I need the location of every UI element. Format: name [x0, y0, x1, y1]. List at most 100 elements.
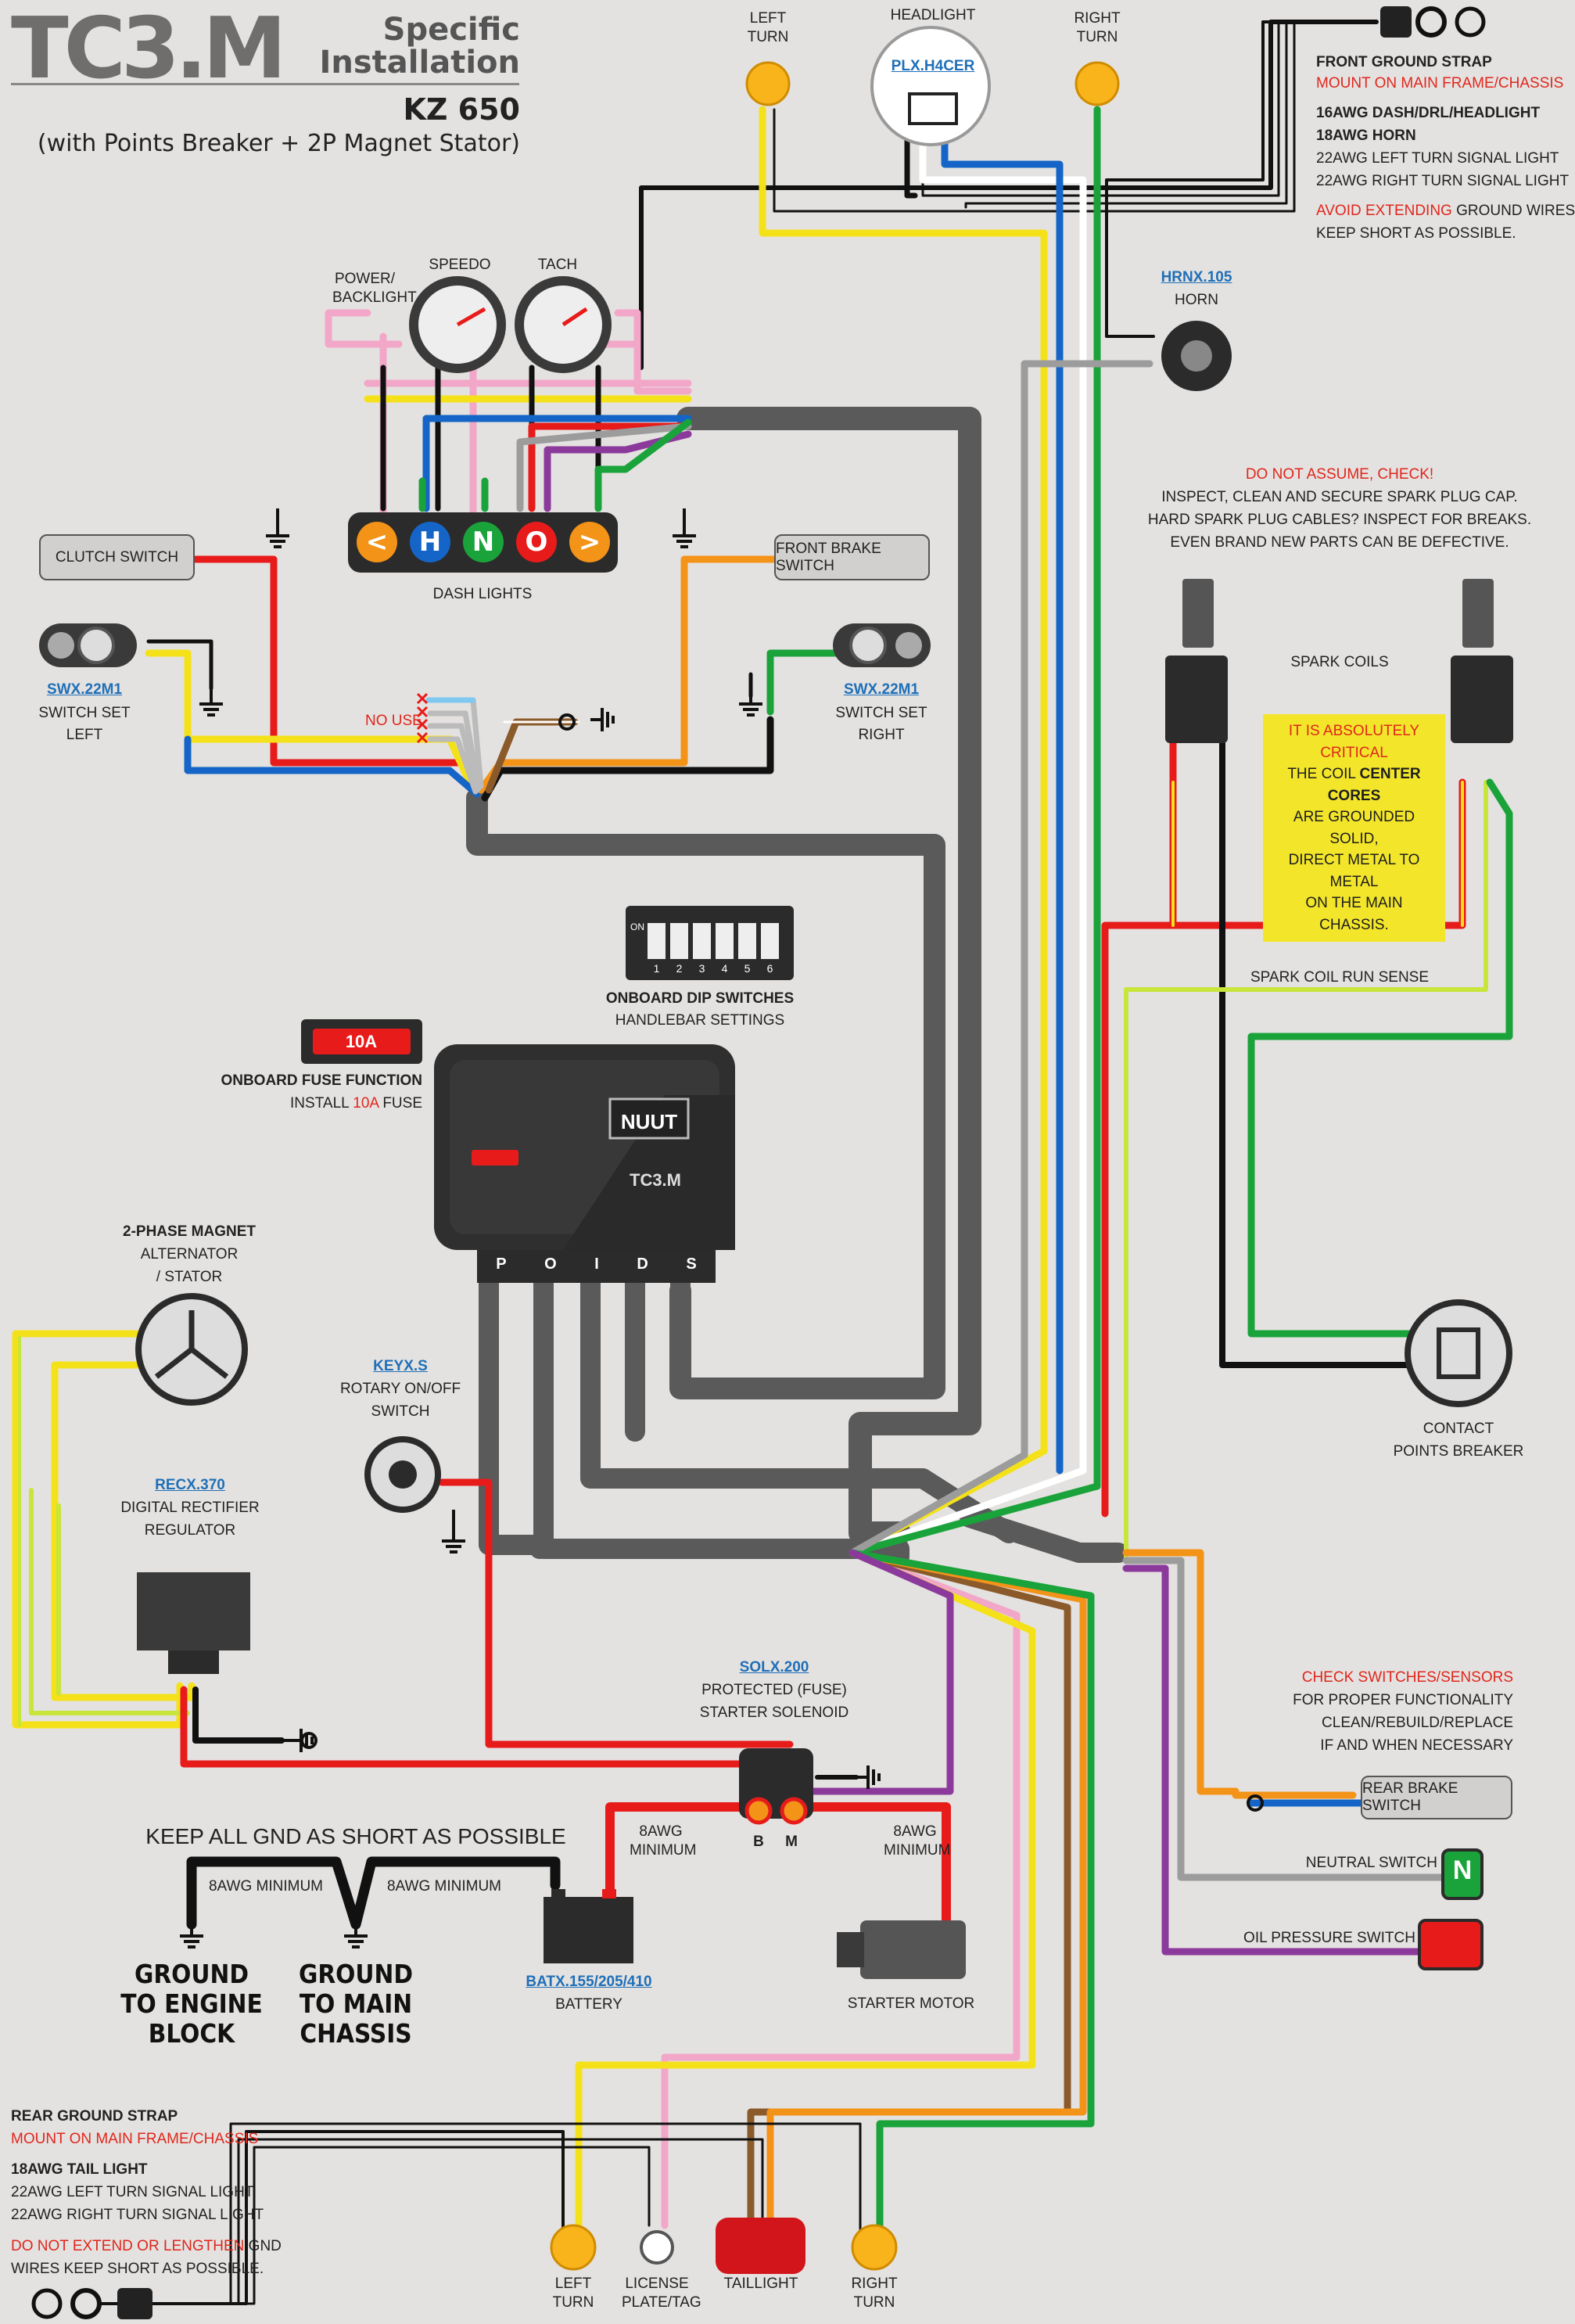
spark-warn-title: DO NOT ASSUME, CHECK!: [1245, 466, 1434, 483]
wire-dash-gray: [516, 422, 692, 512]
wire-black-points: [1219, 740, 1434, 1368]
key-part-link[interactable]: KEYX.S: [373, 1358, 428, 1374]
stator-line1: 2-PHASE MAGNET: [123, 1223, 256, 1240]
front-ground-line2: 18AWG HORN: [1316, 128, 1416, 144]
dip-switch-4[interactable]: [716, 923, 734, 959]
fuse-value: 10A: [345, 1032, 378, 1051]
wiring-canvas: [12, 6, 1513, 2319]
wire-blue-switch-left: [184, 735, 481, 798]
starter-label: STARTER MOTOR: [847, 1995, 975, 2012]
gnd-awg1: 8AWG MINIMUM: [208, 1878, 324, 1895]
check-line2: CLEAN/REBUILD/REPLACE: [1322, 1715, 1513, 1731]
harness-unit-p: [479, 1265, 550, 1555]
harness-trunk: [676, 407, 981, 1545]
wire-red-battery: [605, 1802, 763, 1894]
neutral-switch-label: NEUTRAL SWITCH: [1305, 1855, 1437, 1871]
solenoid-line2: STARTER SOLENOID: [699, 1704, 849, 1721]
speedo-label: SPEEDO: [429, 257, 491, 273]
horn-label: HORN: [1175, 292, 1218, 308]
critical-warning: IT IS ABSOLUTELY CRITICAL THE COIL CENTE…: [1263, 714, 1445, 943]
solenoid-part-link[interactable]: SOLX.200: [739, 1659, 809, 1676]
headlight-part-link[interactable]: PLX.H4CER: [891, 58, 975, 74]
points-line2: POINTS BREAKER: [1393, 1443, 1524, 1460]
dip-on-label: ON: [630, 921, 644, 932]
gnd-awg2: 8AWG MINIMUM: [386, 1878, 502, 1895]
dash-high-beam-light: H: [410, 522, 450, 562]
dip-switch-2[interactable]: [670, 923, 688, 959]
dip-subtitle: HANDLEBAR SETTINGS: [615, 1012, 785, 1029]
headlight-label: HEADLIGHT: [890, 7, 976, 23]
switch-left-part-link[interactable]: SWX.22M1: [46, 681, 123, 698]
battery-part-link[interactable]: BATX.155/205/410: [526, 1974, 652, 1990]
unit-model: TC3.M: [630, 1170, 681, 1190]
dash-oil-light: O: [516, 522, 557, 562]
solenoid-m-terminal: M: [785, 1834, 798, 1850]
right-turn-front-icon: [1075, 61, 1120, 106]
rear-ground-title: REAR GROUND STRAP: [11, 2108, 178, 2125]
awg-left-label: 8AWG MINIMUM: [630, 1823, 697, 1859]
wire-green-points: [1247, 778, 1513, 1338]
oil-pressure-switch-icon: [1418, 1919, 1484, 1970]
front-ground-avoid: AVOID EXTENDING GROUND WIRES: [1316, 203, 1575, 219]
wire-gray-neutral: [1122, 1557, 1451, 1881]
rectifier-part-link[interactable]: RECX.370: [155, 1477, 225, 1493]
rear-ground-mount: MOUNT ON MAIN FRAME/CHASSIS: [11, 2131, 259, 2147]
awg-right-label: 8AWG MINIMUM: [884, 1823, 951, 1859]
rear-brake-switch[interactable]: REAR BRAKE SWITCH: [1361, 1776, 1512, 1819]
spark-coil-left-icon: [1165, 656, 1228, 743]
wire-green-right-turn: [848, 106, 1101, 1557]
spark-warn-line3: EVEN BRAND NEW PARTS CAN BE DEFECTIVE.: [1170, 534, 1509, 551]
rear-ground-lug-icon: [117, 2288, 152, 2319]
rear-ground-dont: DO NOT EXTEND OR LENGTHEN GND: [11, 2238, 282, 2254]
spark-warn-line1: INSPECT, CLEAN AND SECURE SPARK PLUG CAP…: [1161, 489, 1518, 505]
battery-icon: [544, 1897, 633, 1963]
taillight-icon: [716, 2218, 805, 2274]
fuse-title: ONBOARD FUSE FUNCTION: [221, 1072, 422, 1089]
spark-run-sense-label: SPARK COIL RUN SENSE: [1250, 969, 1430, 986]
points-line1: CONTACT: [1423, 1421, 1494, 1437]
key-line2: SWITCH: [371, 1403, 430, 1420]
rear-right-turn-label: RIGHT TURN: [851, 2276, 898, 2311]
horn-part-link[interactable]: HRNX.105: [1161, 269, 1232, 286]
switch-right-part-link[interactable]: SWX.22M1: [843, 681, 920, 698]
dip-title: ONBOARD DIP SWITCHES: [605, 990, 795, 1007]
logo: TC3.M: [11, 0, 287, 98]
pin-s: S: [686, 1255, 697, 1273]
dip-switch-6[interactable]: [761, 923, 779, 959]
left-turn-front-icon: [745, 61, 791, 106]
dash-lights-label: DASH LIGHTS: [432, 586, 533, 602]
wire-purple-oil: [1122, 1564, 1423, 1956]
rear-ground-line1: 18AWG TAIL LIGHT: [11, 2161, 148, 2178]
front-ground-line1: 16AWG DASH/DRL/HEADLIGHT: [1316, 105, 1541, 121]
wire-pink-tail: [661, 1549, 1021, 2229]
unit-brand: NUUT: [620, 1110, 678, 1133]
right-turn-front-label: RIGHT TURN: [1074, 10, 1121, 45]
wire-gray-horn: [848, 360, 1153, 1557]
wire-black-switch-right: [481, 716, 774, 802]
header-divider: [11, 83, 519, 85]
dip-switch-5[interactable]: [738, 923, 756, 959]
dip-switch-1[interactable]: [648, 923, 666, 959]
no-use-marks: [416, 692, 429, 744]
front-ground-keep: KEEP SHORT AS POSSIBLE.: [1316, 225, 1516, 242]
pin-i: I: [594, 1255, 599, 1273]
wire-orange-tail: [766, 1549, 1087, 2233]
oil-switch-label: OIL PRESSURE SWITCH: [1243, 1930, 1415, 1946]
solenoid-line1: PROTECTED (FUSE): [701, 1682, 847, 1698]
dip-switch-3[interactable]: [693, 923, 711, 959]
left-turn-rear-icon: [550, 2224, 597, 2271]
pin-o: O: [544, 1255, 557, 1273]
ground-engine-block: GROUND TO ENGINE BLOCK: [120, 1959, 263, 2049]
harness-unit-i: [580, 1265, 1019, 1543]
gnd-title: KEEP ALL GND AS SHORT AS POSSIBLE: [145, 1824, 566, 1848]
rear-ground-keep: WIRES KEEP SHORT AS POSSIBLE.: [11, 2261, 264, 2277]
wire-green-tail-right: [848, 1549, 1095, 2233]
switch-right-line2: RIGHT: [858, 727, 905, 743]
wire-red-key: [438, 1478, 794, 1748]
check-line3: IF AND WHEN NECESSARY: [1320, 1737, 1513, 1754]
wire-ground-bus: [186, 1856, 561, 1930]
front-brake-switch[interactable]: FRONT BRAKE SWITCH: [774, 534, 930, 580]
rectifier-line2: REGULATOR: [144, 1522, 236, 1539]
battery-label: BATTERY: [555, 1996, 622, 2013]
clutch-switch[interactable]: CLUTCH SWITCH: [39, 534, 195, 580]
